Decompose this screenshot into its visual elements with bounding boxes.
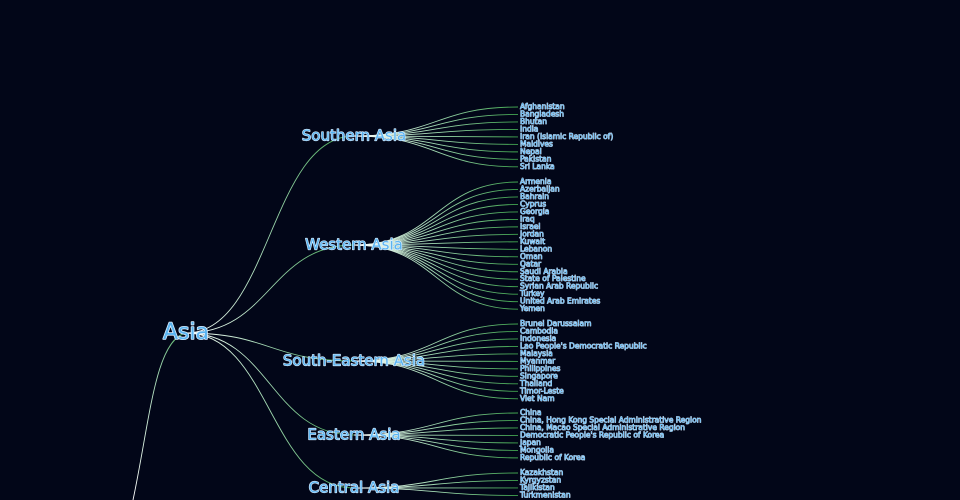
node-country[interactable]: Iran (Islamic Republic of) xyxy=(520,132,614,142)
node-country[interactable]: Pakistan xyxy=(520,154,552,164)
node-country[interactable]: Kuwait xyxy=(520,236,546,246)
node-country[interactable]: Turkey xyxy=(519,289,546,299)
node-country[interactable]: Tajikistan xyxy=(519,483,556,493)
link-region-country xyxy=(353,244,519,310)
node-country[interactable]: Philippines xyxy=(520,363,561,373)
node-country[interactable]: Thailand xyxy=(519,378,553,388)
node-country[interactable]: China, Hong Kong Special Administrative … xyxy=(520,415,702,425)
node-country[interactable]: United Arab Emirates xyxy=(520,296,601,306)
node-country[interactable]: Sri Lanka xyxy=(520,161,555,171)
node-country[interactable]: Viet Nam xyxy=(520,393,555,403)
node-country[interactable]: Nepal xyxy=(520,146,542,156)
node-country[interactable]: India xyxy=(520,124,539,134)
node-country[interactable]: Kazakhstan xyxy=(520,468,564,478)
node-country[interactable]: State of Palestine xyxy=(520,274,587,284)
node-country[interactable]: Azerbaijan xyxy=(520,184,561,194)
node-country[interactable]: Indonesia xyxy=(520,334,557,344)
node-country[interactable]: Afghanistan xyxy=(520,102,566,112)
node-country[interactable]: Saudi Arabia xyxy=(520,266,568,276)
node-country[interactable]: Bangladesh xyxy=(520,109,565,119)
node-country[interactable]: Timor-Leste xyxy=(519,386,565,396)
node-country[interactable]: Republic of Korea xyxy=(520,452,586,462)
node-country[interactable]: Qatar xyxy=(520,259,543,269)
node-country[interactable]: Myanmar xyxy=(520,356,557,366)
node-country[interactable]: Israel xyxy=(520,221,541,231)
node-region[interactable]: Southern Asia xyxy=(301,126,407,145)
link-asia-region xyxy=(185,135,355,334)
node-country[interactable]: Mongolia xyxy=(520,445,555,455)
node-country[interactable]: Cyprus xyxy=(520,199,547,209)
node-country[interactable]: Singapore xyxy=(520,371,559,381)
node-country[interactable]: Iraq xyxy=(520,214,536,224)
node-country[interactable]: Bahrain xyxy=(520,192,550,202)
link-region-country xyxy=(353,135,519,168)
node-country[interactable]: China, Macao Special Administrative Regi… xyxy=(520,423,686,433)
node-country[interactable]: Japan xyxy=(519,438,542,448)
node-country[interactable]: Georgia xyxy=(520,207,550,217)
node-region[interactable]: Eastern Asia xyxy=(307,425,401,444)
node-country[interactable]: Cambodia xyxy=(520,326,559,336)
node-region[interactable]: Western Asia xyxy=(305,235,404,254)
node-country[interactable]: Brunei Darussalam xyxy=(520,319,592,329)
node-country[interactable]: Kyrgyzstan xyxy=(520,475,562,485)
node-country[interactable]: Armenia xyxy=(520,177,552,187)
node-country[interactable]: Jordan xyxy=(519,229,545,239)
links-layer xyxy=(132,106,519,500)
link-asia-region xyxy=(185,332,355,362)
link-region-country xyxy=(353,434,519,459)
node-country[interactable]: Lao People's Democratic Republic xyxy=(520,341,648,351)
node-region[interactable]: Central Asia xyxy=(308,478,400,497)
node-country[interactable]: Maldives xyxy=(520,139,554,149)
node-asia[interactable]: Asia xyxy=(162,319,210,346)
node-country[interactable]: Bhutan xyxy=(520,117,548,127)
node-region[interactable]: South-Eastern Asia xyxy=(282,351,425,370)
labels-layer: Asia AfghanistanBangladeshBhutanIndiaIra… xyxy=(162,102,702,500)
link-region-country xyxy=(353,487,519,496)
node-country[interactable]: Lebanon xyxy=(520,244,553,254)
link-region-country xyxy=(353,360,519,400)
node-country[interactable]: Syrian Arab Republic xyxy=(520,281,599,291)
link-region-country xyxy=(353,244,519,303)
link-asia-region xyxy=(185,244,355,334)
node-country[interactable]: Oman xyxy=(520,251,544,261)
node-country[interactable]: Democratic People's Republic of Korea xyxy=(520,430,665,440)
node-country[interactable]: Turkmenistan xyxy=(519,490,572,500)
link-asia-region xyxy=(185,332,355,489)
node-country[interactable]: Malaysia xyxy=(520,349,554,359)
node-country[interactable]: Yemen xyxy=(519,304,546,314)
link-asia-region xyxy=(185,332,355,436)
node-country[interactable]: China xyxy=(520,408,542,418)
root-link xyxy=(132,332,187,500)
